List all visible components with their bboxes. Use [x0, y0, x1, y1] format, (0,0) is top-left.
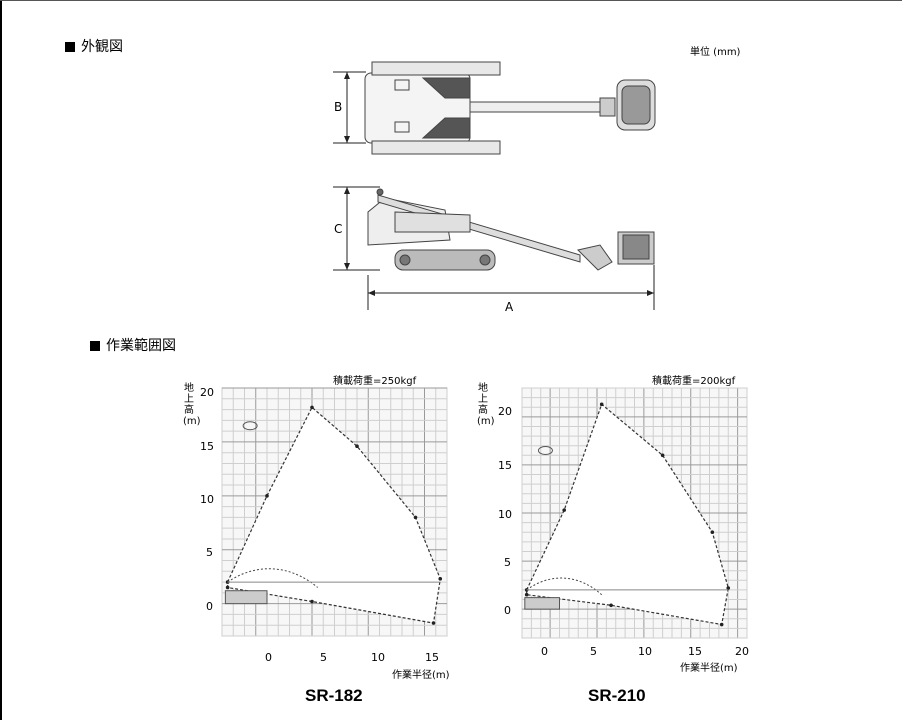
section-title-work-range-text: 作業範囲図: [106, 338, 176, 354]
chart-sr-182-load: 積載荷重=250kgf: [333, 376, 417, 387]
chart-envelope-point: [710, 530, 715, 535]
chart-sr-210-xtick: 15: [688, 645, 702, 658]
page-frame-top: [0, 0, 902, 1]
chart-sr-210-model: SR-210: [588, 686, 646, 705]
chart-sr-182-ytick: 15: [200, 440, 214, 453]
chart-sr-210-ytick: 15: [498, 459, 512, 472]
chart-envelope-point: [225, 585, 230, 590]
chart-inner-arc: [227, 568, 318, 588]
chart-sr-182-ytick: 5: [206, 546, 213, 559]
chart-sr-182-ytick: 20: [200, 386, 214, 399]
section-title-work-range: 作業範囲図: [90, 335, 176, 355]
chart-sr-182-xtick: 15: [425, 651, 439, 664]
side-view-drawing: [367, 188, 655, 271]
chart-envelope-point: [660, 453, 665, 458]
page-frame-left: [0, 0, 2, 720]
chart-envelope-point: [265, 494, 269, 498]
dimension-label-b: B: [334, 100, 343, 114]
chart-envelope-point: [599, 402, 604, 407]
section-title-appearance-text: 外観図: [81, 39, 123, 55]
top-view-drawing: [364, 61, 656, 155]
chart-sr-182-xtick: 5: [320, 651, 327, 664]
chart-envelope-point: [524, 592, 529, 597]
chart-envelope-point: [355, 444, 359, 449]
chart-envelope-point: [310, 405, 314, 410]
chart-sr-210-xtick: 10: [638, 645, 652, 658]
chart-envelope-point: [562, 508, 566, 512]
chart-sr-210-xtick: 5: [590, 645, 597, 658]
chart-machine-icon: [524, 597, 560, 610]
chart-person-scale-icon: [242, 421, 258, 431]
chart-envelope-point: [719, 622, 724, 627]
chart-sr-182-xlabel: 作業半径(m): [392, 670, 450, 681]
chart-sr-210-xlabel: 作業半径(m): [680, 663, 738, 674]
chart-sr-210-load: 積載荷重=200kgf: [652, 376, 736, 387]
section-title-appearance: 外観図: [65, 36, 123, 56]
chart-envelope-point: [413, 515, 418, 520]
chart-sr-210-ytick: 0: [504, 604, 511, 617]
chart-sr-210-ytick: 10: [498, 508, 512, 521]
chart-sr-182-ylabel: 地上高(m): [183, 383, 201, 427]
unit-note: 単位 (mm): [690, 47, 741, 58]
chart-work-envelope: [526, 403, 729, 626]
dimension-label-a: A: [505, 300, 514, 314]
chart-sr-210: [521, 387, 748, 639]
chart-sr-182-ytick: 10: [200, 493, 214, 506]
chart-sr-210-xtick: 0: [541, 645, 548, 658]
chart-sr-210-ylabel: 地上高(m): [477, 383, 495, 427]
dimension-lines: [333, 71, 655, 310]
chart-sr-182: [221, 387, 448, 637]
chart-envelope-point: [609, 603, 613, 608]
chart-sr-210-ytick: 5: [504, 556, 511, 569]
chart-sr-210-ytick: 20: [498, 405, 512, 418]
chart-work-envelope: [227, 406, 441, 624]
chart-sr-182-model: SR-182: [305, 686, 363, 705]
chart-machine-icon: [224, 590, 268, 605]
chart-sr-210-xtick: 20: [735, 645, 749, 658]
chart-person-scale-icon: [537, 446, 553, 455]
dimension-label-c: C: [334, 222, 343, 236]
bullet-square-icon: [65, 42, 75, 52]
chart-sr-182-xtick: 10: [371, 651, 385, 664]
bullet-square-icon: [90, 341, 100, 351]
chart-sr-182-ytick: 0: [206, 600, 213, 613]
chart-sr-182-xtick: 0: [265, 651, 272, 664]
chart-inner-arc: [526, 577, 603, 596]
chart-envelope-point: [438, 577, 443, 581]
chart-envelope-point: [726, 586, 731, 590]
chart-envelope-point: [431, 621, 436, 625]
chart-envelope-point: [310, 599, 314, 604]
